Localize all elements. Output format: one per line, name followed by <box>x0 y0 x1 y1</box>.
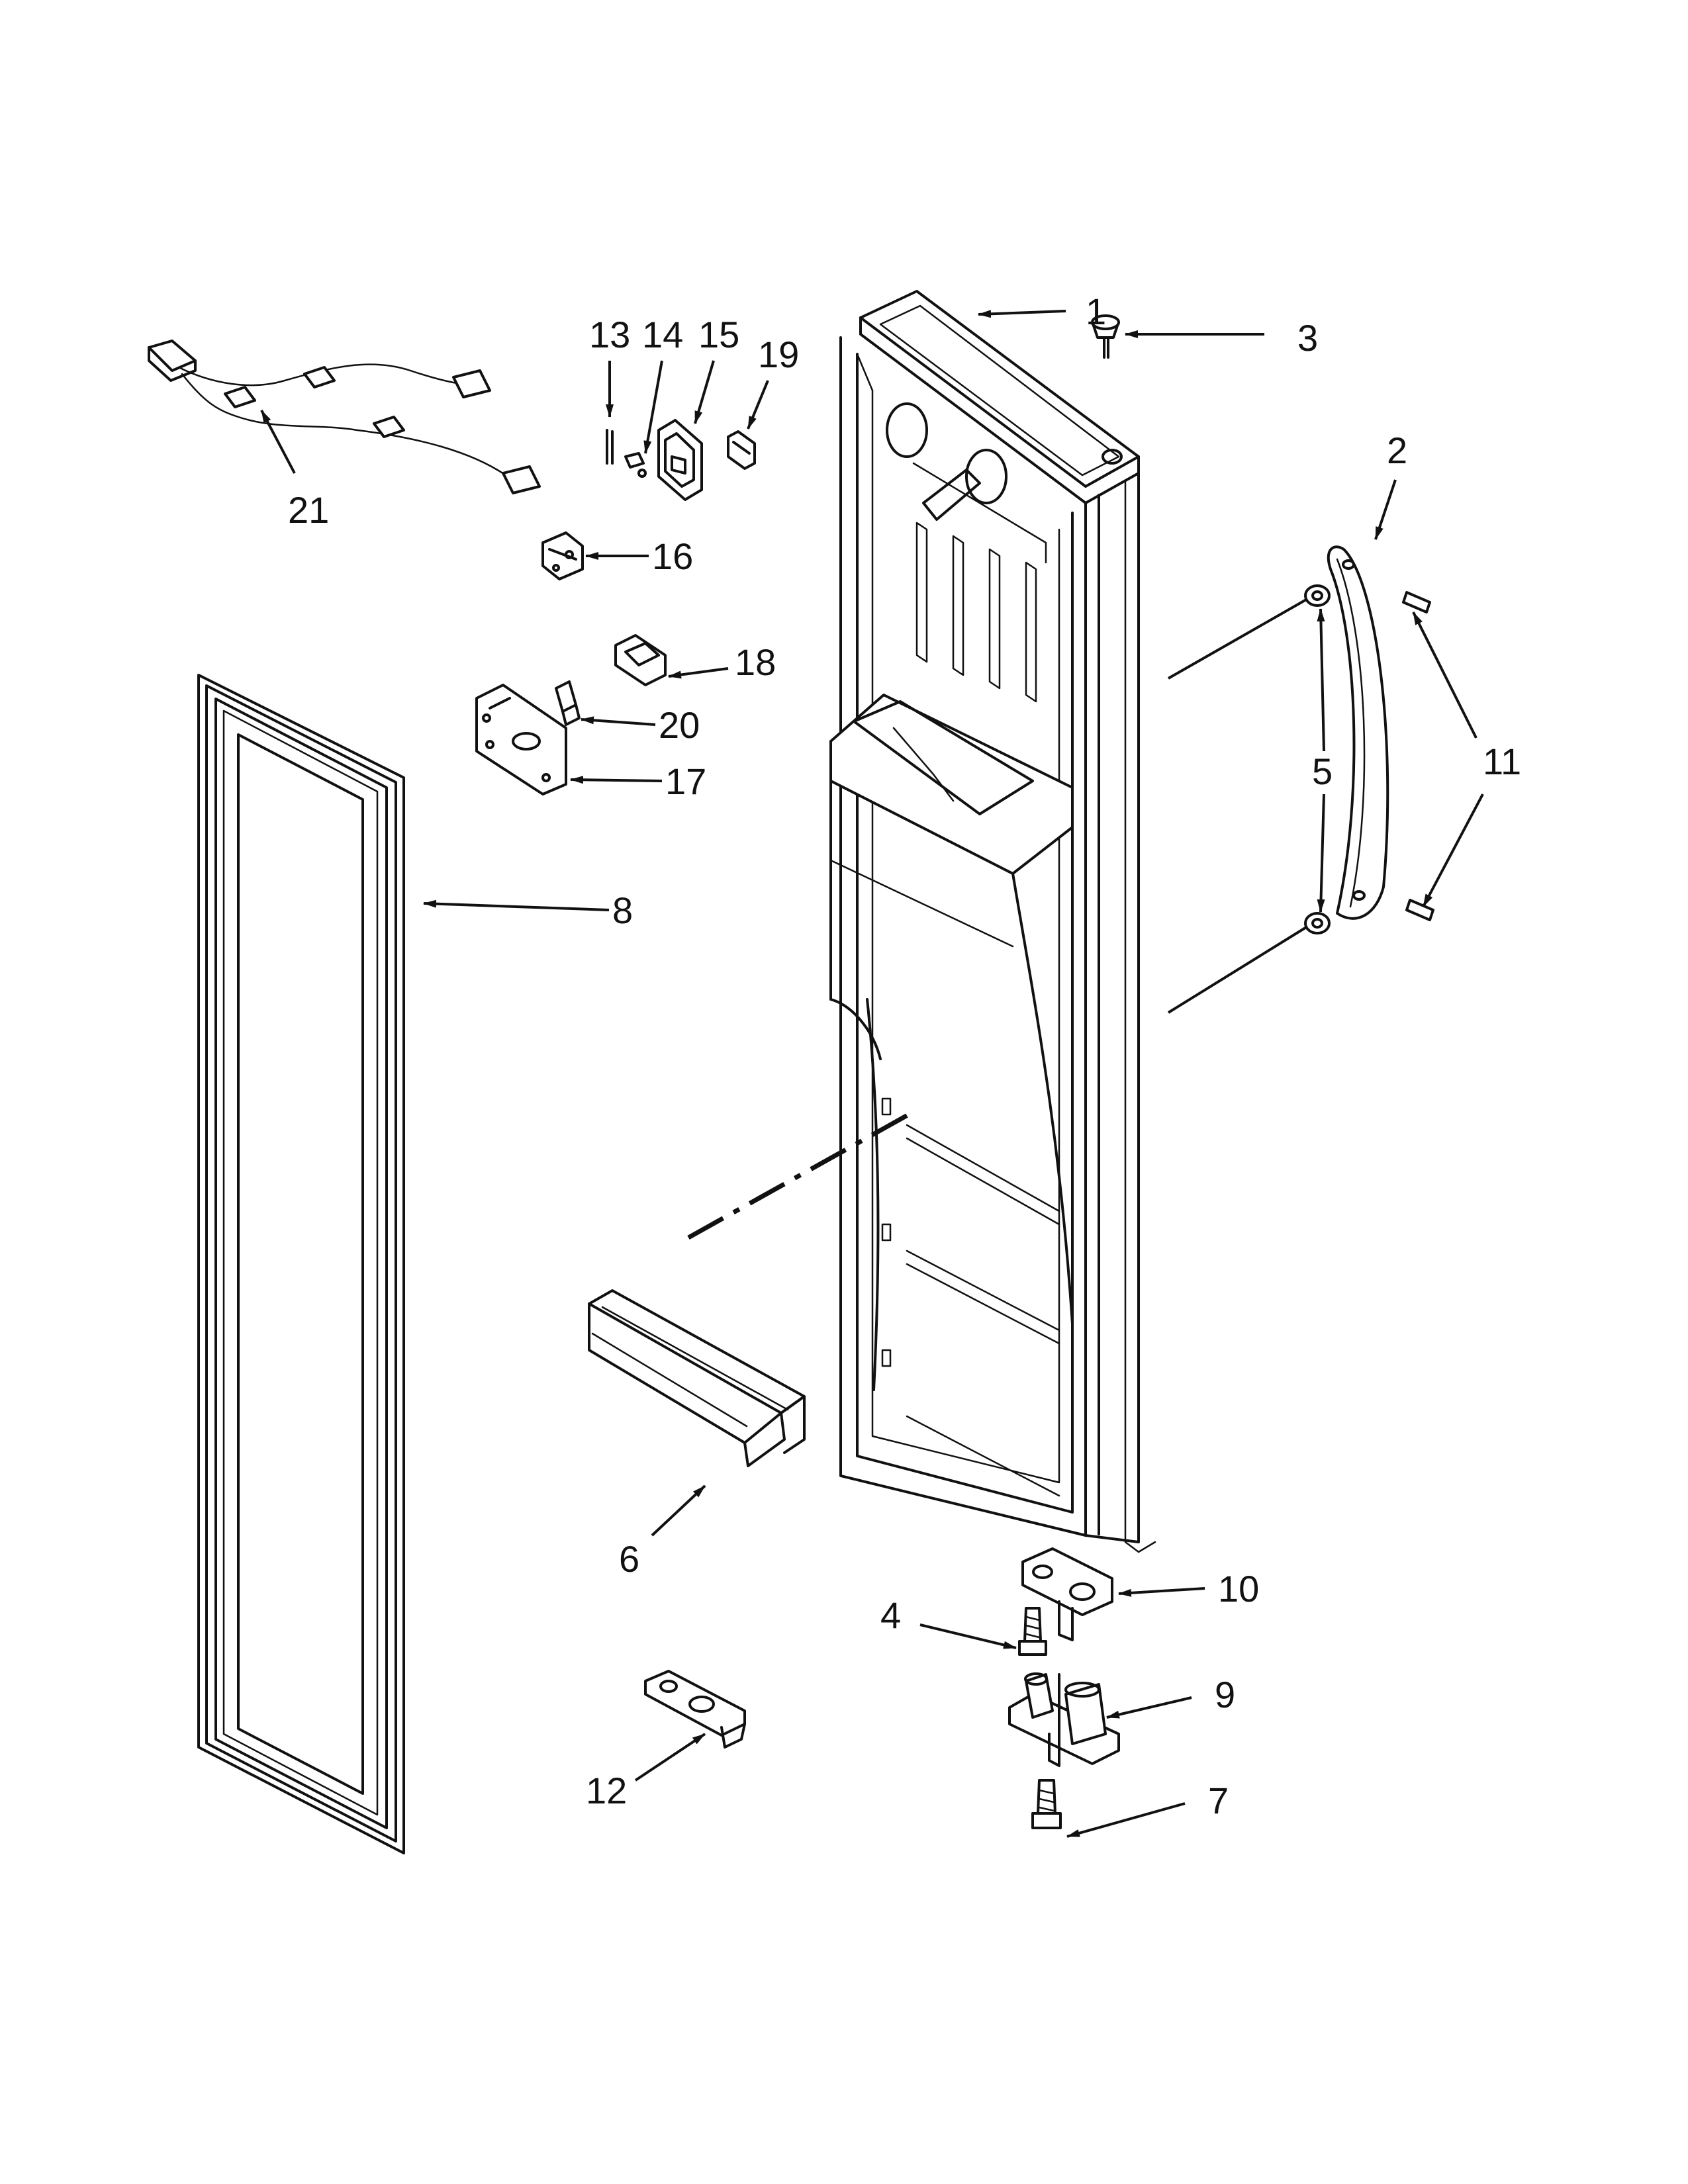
callout-labels: 1 2 3 4 5 6 7 8 9 10 11 12 13 14 15 16 1… <box>288 291 1521 1821</box>
connector <box>614 634 667 686</box>
top-plug <box>1091 314 1120 359</box>
callout-16: 16 <box>652 535 693 577</box>
pin <box>606 429 614 465</box>
callout-18: 18 <box>735 641 776 683</box>
callout-21: 21 <box>288 489 329 531</box>
callout-11: 11 <box>1483 741 1521 782</box>
callout-7: 7 <box>1208 1780 1229 1821</box>
callout-15: 15 <box>698 314 739 355</box>
hinge-plate <box>1021 1547 1113 1641</box>
callout-5: 5 <box>1312 751 1333 792</box>
bin-extension-line <box>687 1109 915 1240</box>
callout-2: 2 <box>1387 430 1407 471</box>
lower-hinge <box>1008 1672 1120 1767</box>
small-switch <box>727 430 756 470</box>
callout-14: 14 <box>642 314 683 355</box>
callout-10: 10 <box>1218 1568 1259 1610</box>
callout-4: 4 <box>880 1594 901 1636</box>
callout-1: 1 <box>1086 291 1106 332</box>
callout-6: 6 <box>619 1538 639 1580</box>
callout-8: 8 <box>612 889 633 931</box>
callout-12: 12 <box>586 1770 627 1811</box>
handle-mount-line-bottom <box>1167 925 1309 1014</box>
switch-housing <box>657 419 703 501</box>
hinge-screw <box>1018 1607 1047 1656</box>
wire-harness <box>148 340 541 494</box>
callout-9: 9 <box>1215 1674 1235 1715</box>
switch-bracket <box>541 531 584 580</box>
callout-3: 3 <box>1297 317 1318 359</box>
leader-arrows <box>260 310 1484 1838</box>
lower-hinge-screw <box>1031 1779 1062 1829</box>
door-assembly <box>829 290 1156 1553</box>
door-handle <box>1327 545 1389 920</box>
door-gasket <box>197 674 405 1854</box>
callout-19: 19 <box>758 334 799 375</box>
small-clip <box>624 452 647 478</box>
board-bracket <box>555 680 581 726</box>
door-bin <box>588 1289 806 1467</box>
callout-20: 20 <box>659 704 700 746</box>
hinge-bracket <box>644 1670 746 1749</box>
callout-17: 17 <box>665 760 706 802</box>
control-board <box>475 684 567 796</box>
callout-13: 13 <box>589 314 630 355</box>
handle-mount-line-top <box>1168 598 1308 680</box>
handle-spacers <box>1304 584 1331 934</box>
